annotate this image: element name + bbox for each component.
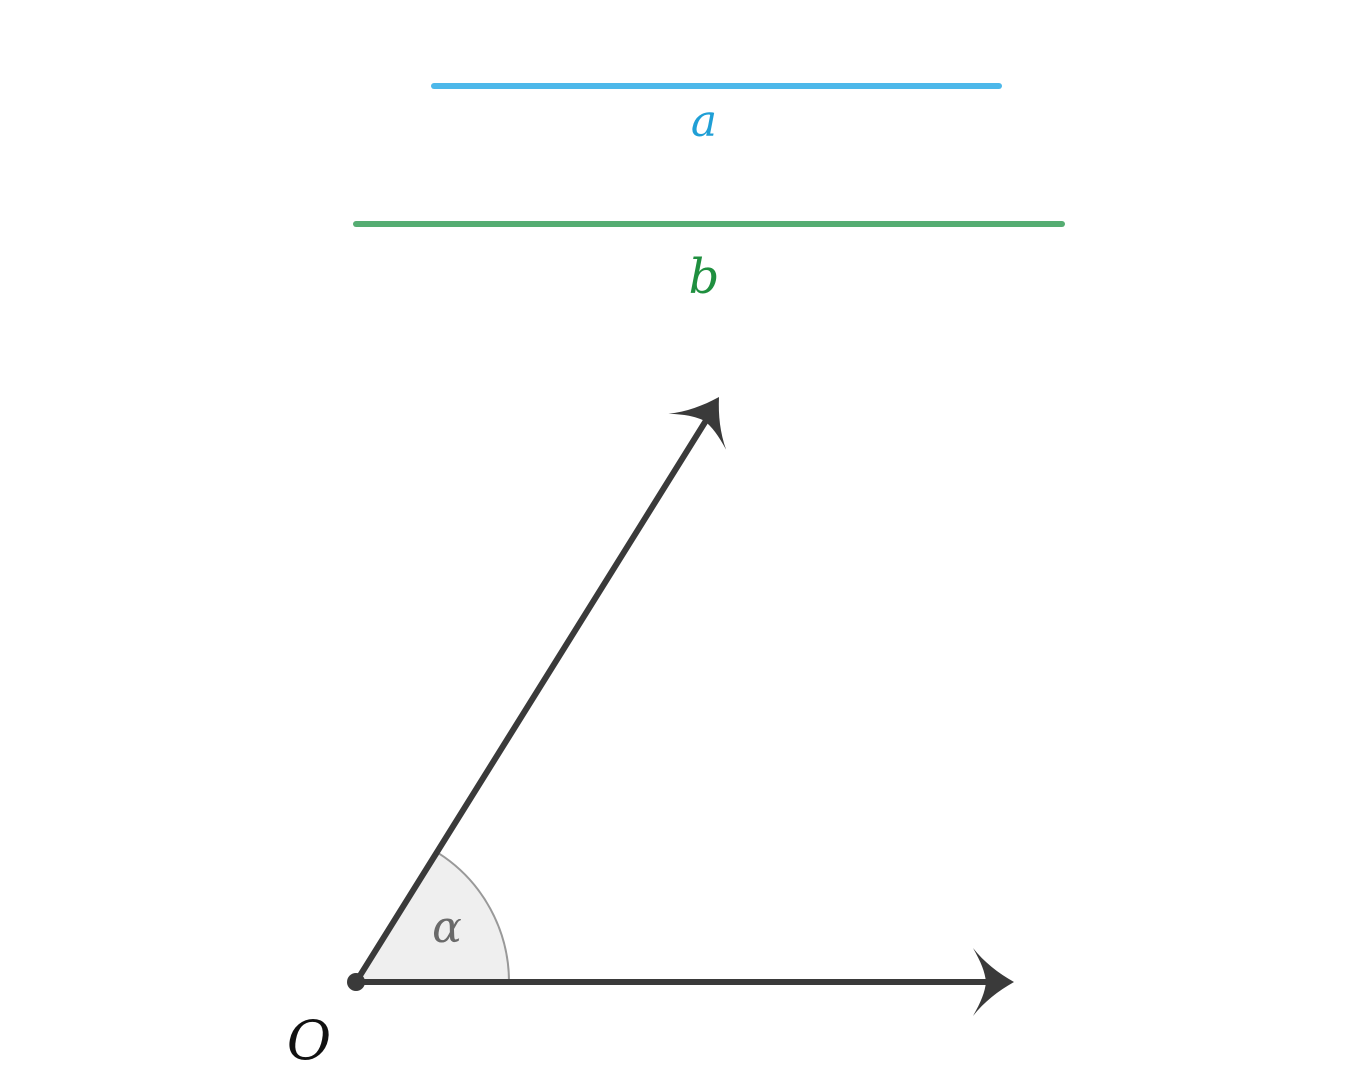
- vertex-point: [347, 973, 365, 991]
- slanted-ray: [353, 416, 710, 985]
- slanted-ray-arrowhead: [668, 397, 727, 450]
- angle-sector: [354, 851, 511, 983]
- segment-b-label: b: [689, 249, 720, 305]
- angle-label: α: [432, 902, 462, 953]
- segment-a-label: a: [691, 96, 717, 147]
- vertex-label: O: [287, 1009, 331, 1072]
- horizontal-ray-arrowhead: [973, 948, 1014, 1016]
